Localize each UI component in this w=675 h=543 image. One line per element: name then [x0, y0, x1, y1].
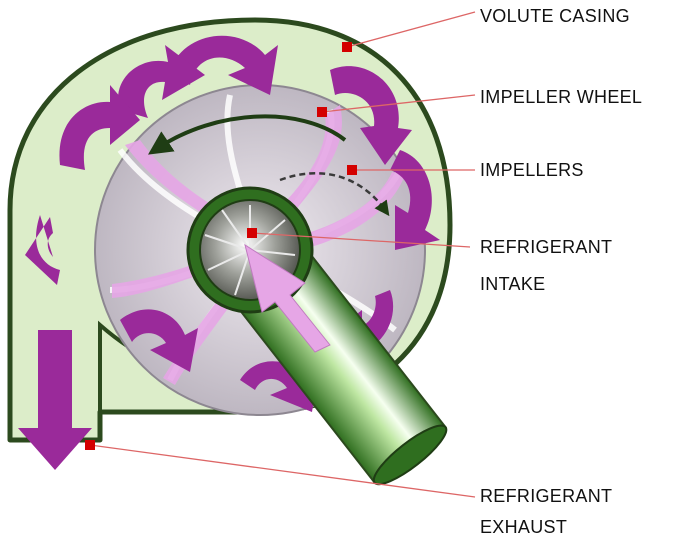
labels: VOLUTE CASING IMPELLER WHEEL IMPELLERS R…: [480, 6, 642, 537]
flow-arrows: [18, 35, 440, 470]
label-refrigerant-intake-line1: REFRIGERANT: [480, 237, 612, 257]
rotation-arrow: [148, 114, 347, 155]
marker-volute-casing: [342, 42, 352, 52]
label-refrigerant-exhaust-line1: REFRIGERANT: [480, 486, 612, 506]
marker-impellers: [347, 165, 357, 175]
marker-impeller-wheel: [317, 107, 327, 117]
intake-pipe: [186, 186, 448, 486]
label-impellers: IMPELLERS: [480, 160, 584, 180]
label-refrigerant-exhaust-line2: EXHAUST: [480, 517, 567, 537]
label-volute-casing: VOLUTE CASING: [480, 6, 630, 26]
marker-refrigerant-exhaust: [85, 440, 95, 450]
leader-lines: [89, 11, 476, 498]
exhaust-arrow: [18, 330, 92, 470]
marker-refrigerant-intake: [247, 228, 257, 238]
label-impeller-wheel: IMPELLER WHEEL: [480, 87, 642, 107]
intake-arrow: [244, 243, 331, 353]
label-markers: [85, 42, 357, 450]
label-refrigerant-intake-line2: INTAKE: [480, 274, 545, 294]
intake-hub-blades: [204, 205, 296, 296]
rotation-arrow-dashed: [279, 172, 390, 217]
